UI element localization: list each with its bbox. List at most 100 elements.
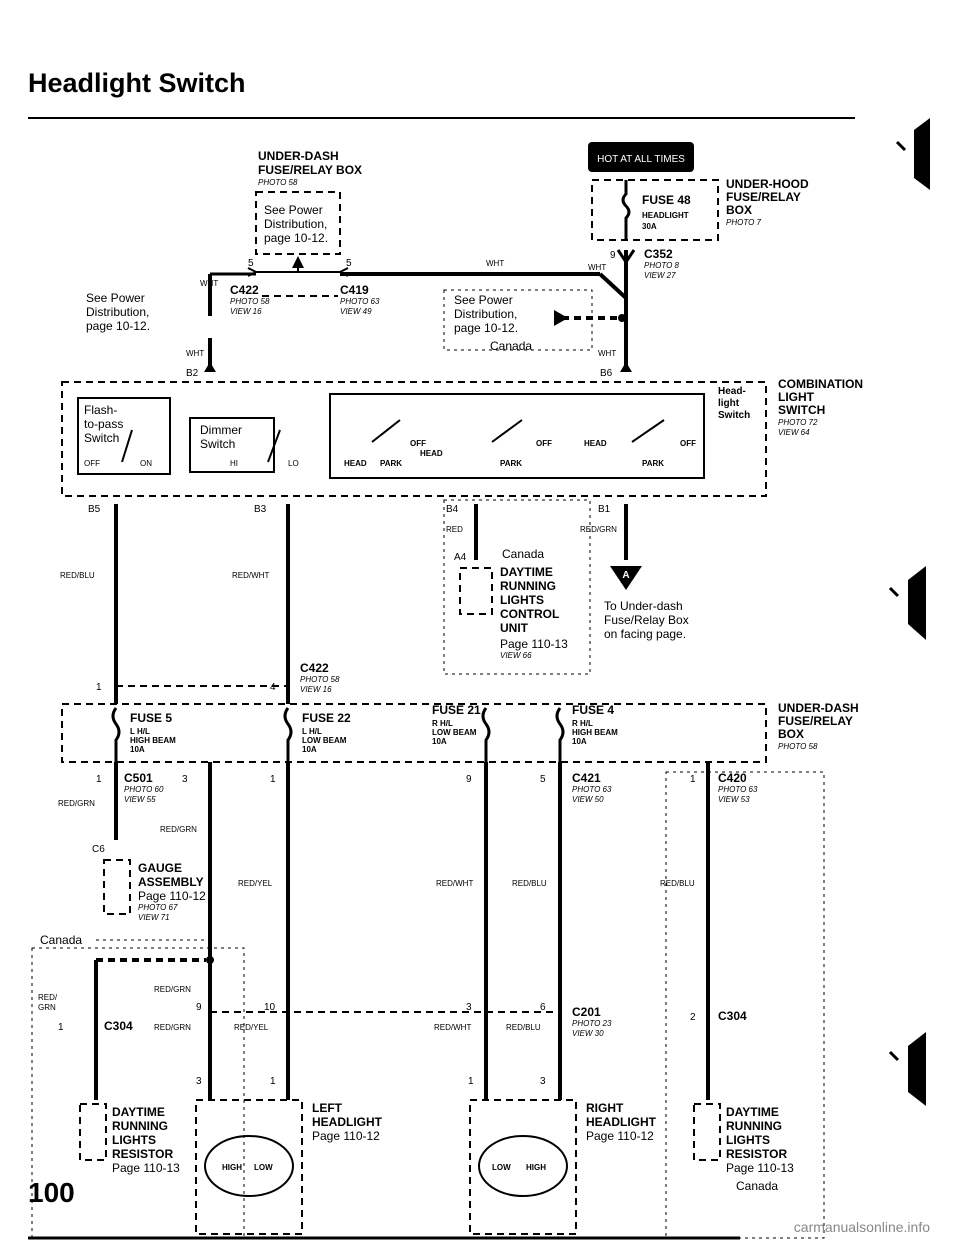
flash-label-1: Flash-: [84, 403, 117, 417]
svg-text:FUSE 21: FUSE 21: [432, 703, 481, 717]
pin-b5: B5: [88, 504, 101, 515]
c419-view: VIEW 49: [340, 307, 372, 316]
combo-switch-outline: [61, 381, 767, 497]
drl-res-left-page: Page 110-13: [112, 1161, 180, 1175]
dimmer-lo: LO: [288, 459, 299, 468]
page-title: Headlight Switch: [28, 68, 246, 98]
underhood-box-outline: [591, 179, 719, 241]
wire-red-yel-2: RED/YEL: [234, 1023, 269, 1032]
page-tab-3: [888, 1032, 926, 1106]
pin-5-c421: 5: [540, 774, 546, 785]
right-hl-title-1: RIGHT: [586, 1101, 624, 1115]
drl-resistor-left: [79, 1103, 107, 1161]
pin-5-left: 5: [248, 258, 254, 269]
c422-mid-view: VIEW 16: [300, 685, 332, 694]
fuse-21: FUSE 21 R H/L LOW BEAM 10A: [432, 703, 491, 762]
wire-red-blu-3: RED/BLU: [506, 1023, 541, 1032]
wire-red-blu-1: RED/BLU: [512, 879, 547, 888]
pin-1-right-hl: 1: [468, 1076, 474, 1087]
left-note-3: page 10-12.: [86, 319, 150, 333]
pin-1-fuse22: 1: [270, 774, 276, 785]
flash-label-2: to-pass: [84, 417, 123, 431]
underdash-bottom-title-2: FUSE/RELAY: [778, 714, 853, 728]
pos-head-3: HEAD: [584, 439, 607, 448]
pos-off-3: OFF: [680, 439, 696, 448]
dimmer-hi: HI: [230, 459, 238, 468]
underdash-top-note-3: page 10-12.: [264, 231, 328, 245]
canada-left-box: [31, 947, 245, 1239]
underdash-ref-1: To Under-dash: [604, 599, 683, 613]
drl-res-left-3: LIGHTS: [112, 1133, 156, 1147]
c422-top-view: VIEW 16: [230, 307, 262, 316]
underdash-ref-3: on facing page.: [604, 627, 686, 641]
underdash-top-title-2: FUSE/RELAY BOX: [258, 163, 362, 177]
underdash-bottom-outline: [61, 703, 767, 763]
pin-1-mid: 1: [96, 682, 102, 693]
drl-res-left-4: RESISTOR: [112, 1147, 173, 1161]
left-headlight: [195, 1099, 303, 1235]
left-headlight-bulb: [204, 1135, 294, 1197]
pin-b2: B2: [186, 368, 199, 379]
wire-red-yel-1: RED/YEL: [238, 879, 273, 888]
right-headlight: [469, 1099, 577, 1235]
pin-1-c304a: 1: [58, 1022, 64, 1033]
svg-text:LOW BEAM: LOW BEAM: [302, 736, 347, 745]
wire-red-wht-b3: RED/WHT: [232, 571, 269, 580]
wire-red-grn-c501-r: RED/GRN: [160, 825, 197, 834]
gauge-view: VIEW 71: [138, 913, 170, 922]
pin-b1: B1: [598, 504, 611, 515]
wire-red-wht-2: RED/WHT: [434, 1023, 471, 1032]
canada-left-splice-dot: [206, 956, 214, 964]
drl-res-left-2: RUNNING: [112, 1119, 168, 1133]
canada-label-drl: Canada: [502, 547, 544, 561]
head-label-3: Switch: [718, 410, 750, 421]
wire-red-wht-1: RED/WHT: [436, 879, 473, 888]
right-hl-page: Page 110-12: [586, 1129, 654, 1143]
c420-name: C420: [718, 771, 747, 785]
wire-red-grn-split-1: RED/: [38, 993, 58, 1002]
pin-2-c304: 2: [690, 1012, 696, 1023]
svg-text:10A: 10A: [302, 745, 317, 754]
pin-3-left-hl: 3: [196, 1076, 202, 1087]
right-headlight-bulb: [478, 1135, 568, 1197]
c201-photo: PHOTO 23: [572, 1019, 612, 1028]
drl-unit-2: RUNNING: [500, 579, 556, 593]
dimmer-label-1: Dimmer: [200, 423, 242, 437]
c421-view: VIEW 50: [572, 795, 604, 804]
c419-photo: PHOTO 63: [340, 297, 380, 306]
drl-unit-1: DAYTIME: [500, 565, 553, 579]
head-blade-2: [491, 419, 523, 443]
pin-3-right-hl: 3: [540, 1076, 546, 1087]
drl-control-unit: [459, 567, 493, 615]
svg-text:LOW BEAM: LOW BEAM: [432, 728, 477, 737]
combo-photo: PHOTO 72: [778, 418, 818, 427]
wire-red-grn-c304-2: RED/GRN: [154, 1023, 191, 1032]
pin-10: 10: [264, 1002, 276, 1013]
combo-title-3: SWITCH: [778, 403, 825, 417]
drl-res-right-3: LIGHTS: [726, 1133, 770, 1147]
canada-splice-dot: [618, 314, 626, 322]
gauge-label-2: ASSEMBLY: [138, 875, 204, 889]
drl-unit-4: CONTROL: [500, 607, 559, 621]
pin-3-c201: 3: [466, 1002, 472, 1013]
c501-photo: PHOTO 60: [124, 785, 164, 794]
svg-text:R H/L: R H/L: [572, 719, 593, 728]
pos-off-2: OFF: [536, 439, 552, 448]
fuse-group: FUSE 5 L H/L HIGH BEAM 10A FUSE 22 L H/L…: [111, 703, 618, 762]
c422-mid-name: C422: [300, 661, 329, 675]
wire-red-grn-c304: RED/GRN: [154, 985, 191, 994]
svg-text:10A: 10A: [572, 737, 587, 746]
c501-view: VIEW 55: [124, 795, 156, 804]
fuse-48-name: FUSE 48: [642, 193, 691, 207]
wire-red-blu-b5: RED/BLU: [60, 571, 95, 580]
underhood-title-3: BOX: [726, 203, 752, 217]
c352-name: C352: [644, 247, 673, 261]
page-tab-2: [888, 566, 926, 640]
flash-on: ON: [140, 459, 152, 468]
pin-b4: B4: [446, 504, 459, 515]
underdash-ref-badge: A: [622, 570, 629, 581]
canada-note-2: Distribution,: [454, 307, 517, 321]
drl-unit-5: UNIT: [500, 621, 529, 635]
underdash-ref-arrow-icon: [610, 566, 642, 590]
svg-text:FUSE 5: FUSE 5: [130, 711, 172, 725]
